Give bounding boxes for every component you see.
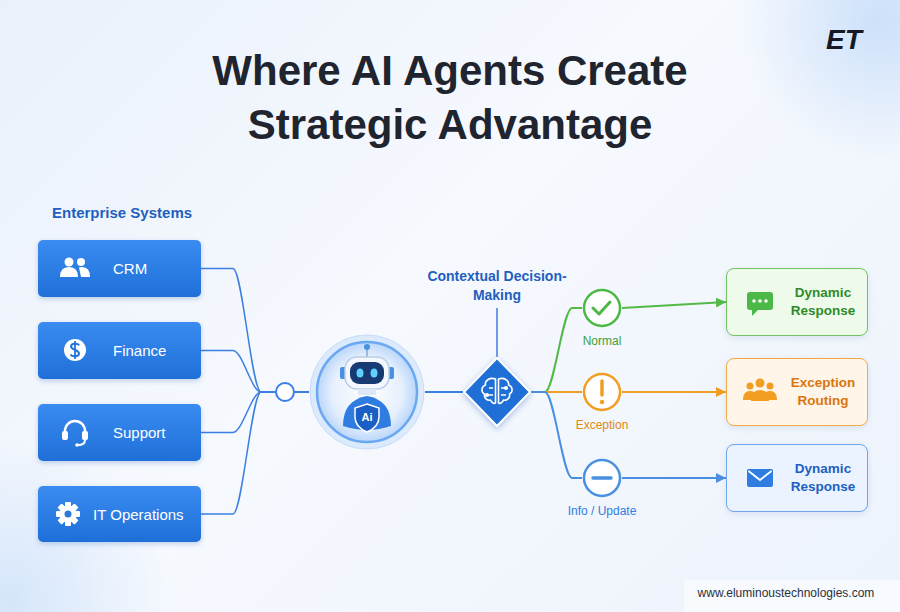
connector <box>531 392 582 478</box>
agent-outline <box>309 334 425 450</box>
agent-circle: Ai <box>309 334 425 450</box>
system-box: Support <box>38 404 201 461</box>
connector <box>425 391 463 393</box>
diamond-outline <box>463 357 531 427</box>
node-label: Info / Update <box>552 504 652 518</box>
system-box: Finance <box>38 322 201 379</box>
connector <box>622 391 726 393</box>
node-label: IT Operations <box>93 505 193 524</box>
node-label: Exception Routing <box>783 374 863 410</box>
outcome-box: Exception Routing <box>726 358 868 426</box>
footer-panel <box>684 580 900 612</box>
circle-outline <box>582 458 622 498</box>
node-label: CRM <box>113 259 213 278</box>
connector <box>201 392 309 433</box>
brand-logo: ET <box>826 24 886 56</box>
node-label: Dynamic Response <box>783 460 863 496</box>
circle-outline <box>582 288 622 328</box>
outcome-box: Dynamic Response <box>726 268 868 336</box>
circle-outline <box>582 372 622 412</box>
group-heading: Enterprise Systems <box>52 204 252 222</box>
website-url: www.eluminoustechnologies.com <box>686 586 886 601</box>
node-label: Normal <box>552 334 652 348</box>
connector <box>622 477 726 479</box>
node-label: Exception <box>552 418 652 432</box>
branch-circle: Info / Update <box>582 458 622 498</box>
decision-diamond: Contextual Decision-Making <box>463 357 531 427</box>
connector <box>622 302 726 308</box>
connector <box>201 269 309 393</box>
outcome-box: Dynamic Response <box>726 444 868 512</box>
junction-circle <box>276 383 294 401</box>
connector <box>201 351 309 393</box>
branch-circle: Exception <box>582 372 622 412</box>
node-label: Contextual Decision-Making <box>423 267 571 305</box>
node-label: Finance <box>113 341 213 360</box>
node-label: Dynamic Response <box>783 284 863 320</box>
node-label: Support <box>113 423 213 442</box>
connector <box>531 308 582 392</box>
diagram-title: Where AI Agents Create Strategic Advanta… <box>170 44 730 152</box>
connector <box>201 392 309 514</box>
system-box: IT Operations <box>38 486 201 542</box>
branch-circle: Normal <box>582 288 622 328</box>
leader-line <box>496 308 498 357</box>
system-box: CRM <box>38 240 201 297</box>
node-label: Ai <box>309 410 425 424</box>
